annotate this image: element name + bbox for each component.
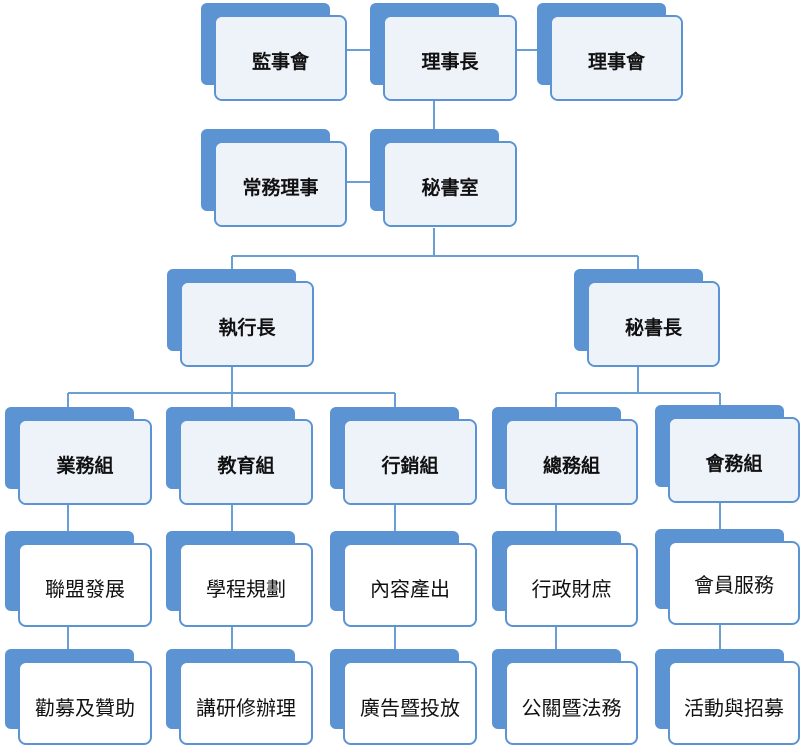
node-label: 勸募及贊助 bbox=[35, 696, 135, 720]
node-label: 教育組 bbox=[217, 455, 275, 477]
node-label: 廣告暨投放 bbox=[360, 696, 460, 720]
node-label: 秘書長 bbox=[624, 317, 682, 339]
node-label: 理事會 bbox=[587, 51, 645, 73]
node-label: 監事會 bbox=[251, 51, 309, 73]
node-label: 內容產出 bbox=[370, 577, 450, 601]
node-label: 學程規劃 bbox=[206, 577, 286, 601]
node-label: 執行長 bbox=[218, 317, 276, 339]
node-label: 行政財庶 bbox=[531, 577, 612, 601]
node-label: 聯盟發展 bbox=[45, 577, 125, 601]
node-label: 會員服務 bbox=[694, 573, 774, 597]
node-label: 理事長 bbox=[421, 51, 479, 73]
node-label: 會務組 bbox=[705, 453, 763, 475]
node-label: 活動與招募 bbox=[684, 696, 784, 720]
node-label: 行銷組 bbox=[381, 455, 439, 477]
node-label: 公關暨法務 bbox=[521, 696, 622, 720]
node-label: 常務理事 bbox=[242, 177, 319, 199]
node-label: 講研修辦理 bbox=[196, 696, 296, 720]
node-label: 秘書室 bbox=[421, 177, 479, 199]
node-label: 總務組 bbox=[542, 455, 600, 477]
node-label: 業務組 bbox=[56, 455, 114, 477]
